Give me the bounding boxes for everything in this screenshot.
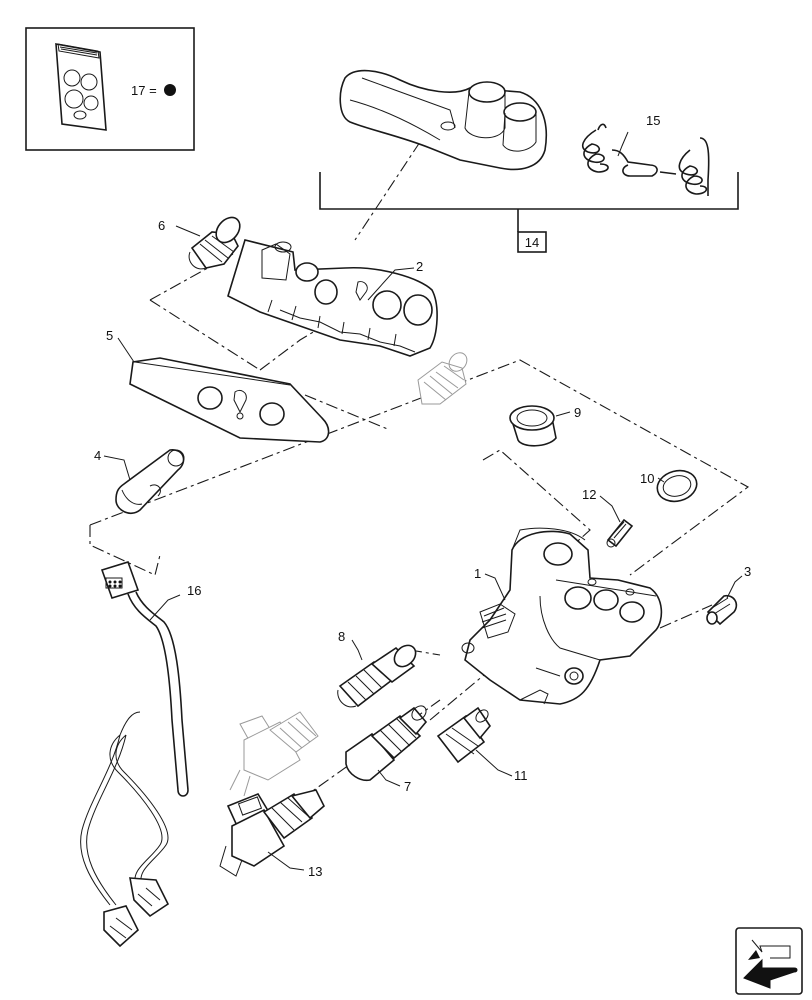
legend-dot-icon	[164, 84, 176, 96]
callout-1: 1	[474, 566, 481, 581]
callout-11: 11	[514, 768, 528, 783]
callout-4: 4	[94, 448, 101, 463]
bushing-9	[509, 405, 557, 447]
legend-box: 17 =	[25, 27, 195, 151]
callout-5: 5	[106, 328, 113, 343]
callout-labels: 6 2 5 4 9 10 12 1 3 16 8 7 11 13 15	[94, 113, 751, 879]
valve-11	[436, 706, 491, 764]
callout-10: 10	[640, 471, 654, 486]
callout-8: 8	[338, 629, 345, 644]
o-ring-10	[656, 469, 698, 503]
wiring-harness-16	[80, 561, 189, 948]
upper-housing	[339, 69, 547, 171]
ghost-solenoid	[229, 711, 319, 797]
callout-7: 7	[404, 779, 411, 794]
leader-lines	[103, 131, 743, 871]
kit-14-bracket: 14	[319, 172, 739, 253]
solenoid-13	[219, 789, 325, 877]
callout-16: 16	[187, 583, 201, 598]
callout-3: 3	[744, 564, 751, 579]
connector-4	[115, 449, 185, 515]
callout-box-14	[517, 231, 547, 253]
callout-12: 12	[582, 487, 596, 502]
coupler-8	[337, 644, 417, 708]
arrow-navigation-icon[interactable]	[735, 927, 803, 995]
callout-14: 14	[525, 235, 539, 250]
valve-body-1	[461, 527, 663, 705]
legend-label: 17 =	[131, 83, 157, 98]
ghost-coupler	[417, 352, 468, 405]
plug-3	[706, 594, 738, 626]
pin-12	[606, 518, 634, 548]
spring-harness	[581, 123, 710, 196]
callout-6: 6	[158, 218, 165, 233]
coupler-6	[188, 216, 241, 270]
seal-kit-icon	[55, 43, 107, 131]
callout-13: 13	[308, 864, 322, 879]
callout-9: 9	[574, 405, 581, 420]
callout-15: 15	[646, 113, 660, 128]
callout-2: 2	[416, 259, 423, 274]
cartridge-7	[345, 705, 428, 782]
cover-plate-5	[129, 357, 330, 443]
housing-2	[227, 239, 438, 357]
